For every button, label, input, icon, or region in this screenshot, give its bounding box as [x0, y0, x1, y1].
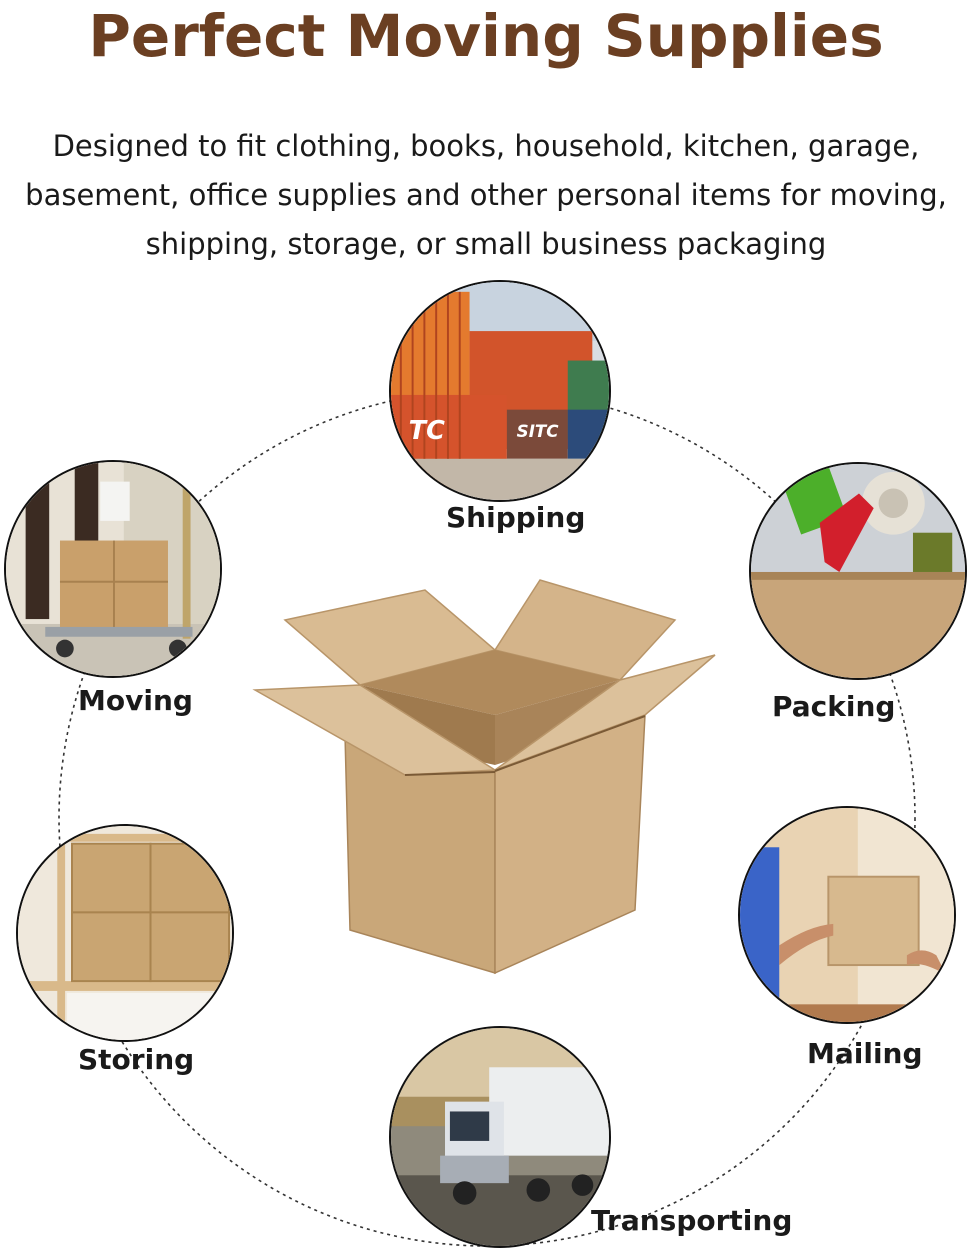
storing-photo [16, 824, 234, 1042]
shipping-containers-icon: TC SITC [391, 282, 609, 500]
label-mailing: Mailing [807, 1037, 923, 1070]
shelf-boxes-icon [18, 826, 232, 1040]
page-title: Perfect Moving Supplies [88, 2, 884, 70]
label-transporting: Transporting [591, 1204, 793, 1237]
subtitle: Designed to fit clothing, books, househo… [0, 122, 972, 269]
shipping-photo: TC SITC [389, 280, 611, 502]
truck-icon [391, 1028, 609, 1246]
transporting-photo [389, 1026, 611, 1248]
container-text-2: SITC [517, 422, 560, 441]
label-storing: Storing [78, 1043, 195, 1076]
subtitle-line-2: basement, office supplies and other pers… [25, 178, 947, 212]
hand-truck-icon [6, 462, 220, 676]
subtitle-line-3: shipping, storage, or small business pac… [145, 227, 827, 261]
container-text-1: TC [409, 416, 445, 446]
label-moving: Moving [78, 684, 193, 717]
tape-dispenser-icon [751, 464, 965, 678]
label-shipping: Shipping [446, 501, 586, 534]
label-packing: Packing [772, 690, 896, 723]
moving-photo [4, 460, 222, 678]
mailing-photo [738, 806, 956, 1024]
subtitle-line-1: Designed to fit clothing, books, househo… [52, 129, 920, 163]
hands-holding-box-icon [740, 808, 954, 1022]
packing-photo [749, 462, 967, 680]
open-cardboard-box-icon [252, 579, 716, 975]
